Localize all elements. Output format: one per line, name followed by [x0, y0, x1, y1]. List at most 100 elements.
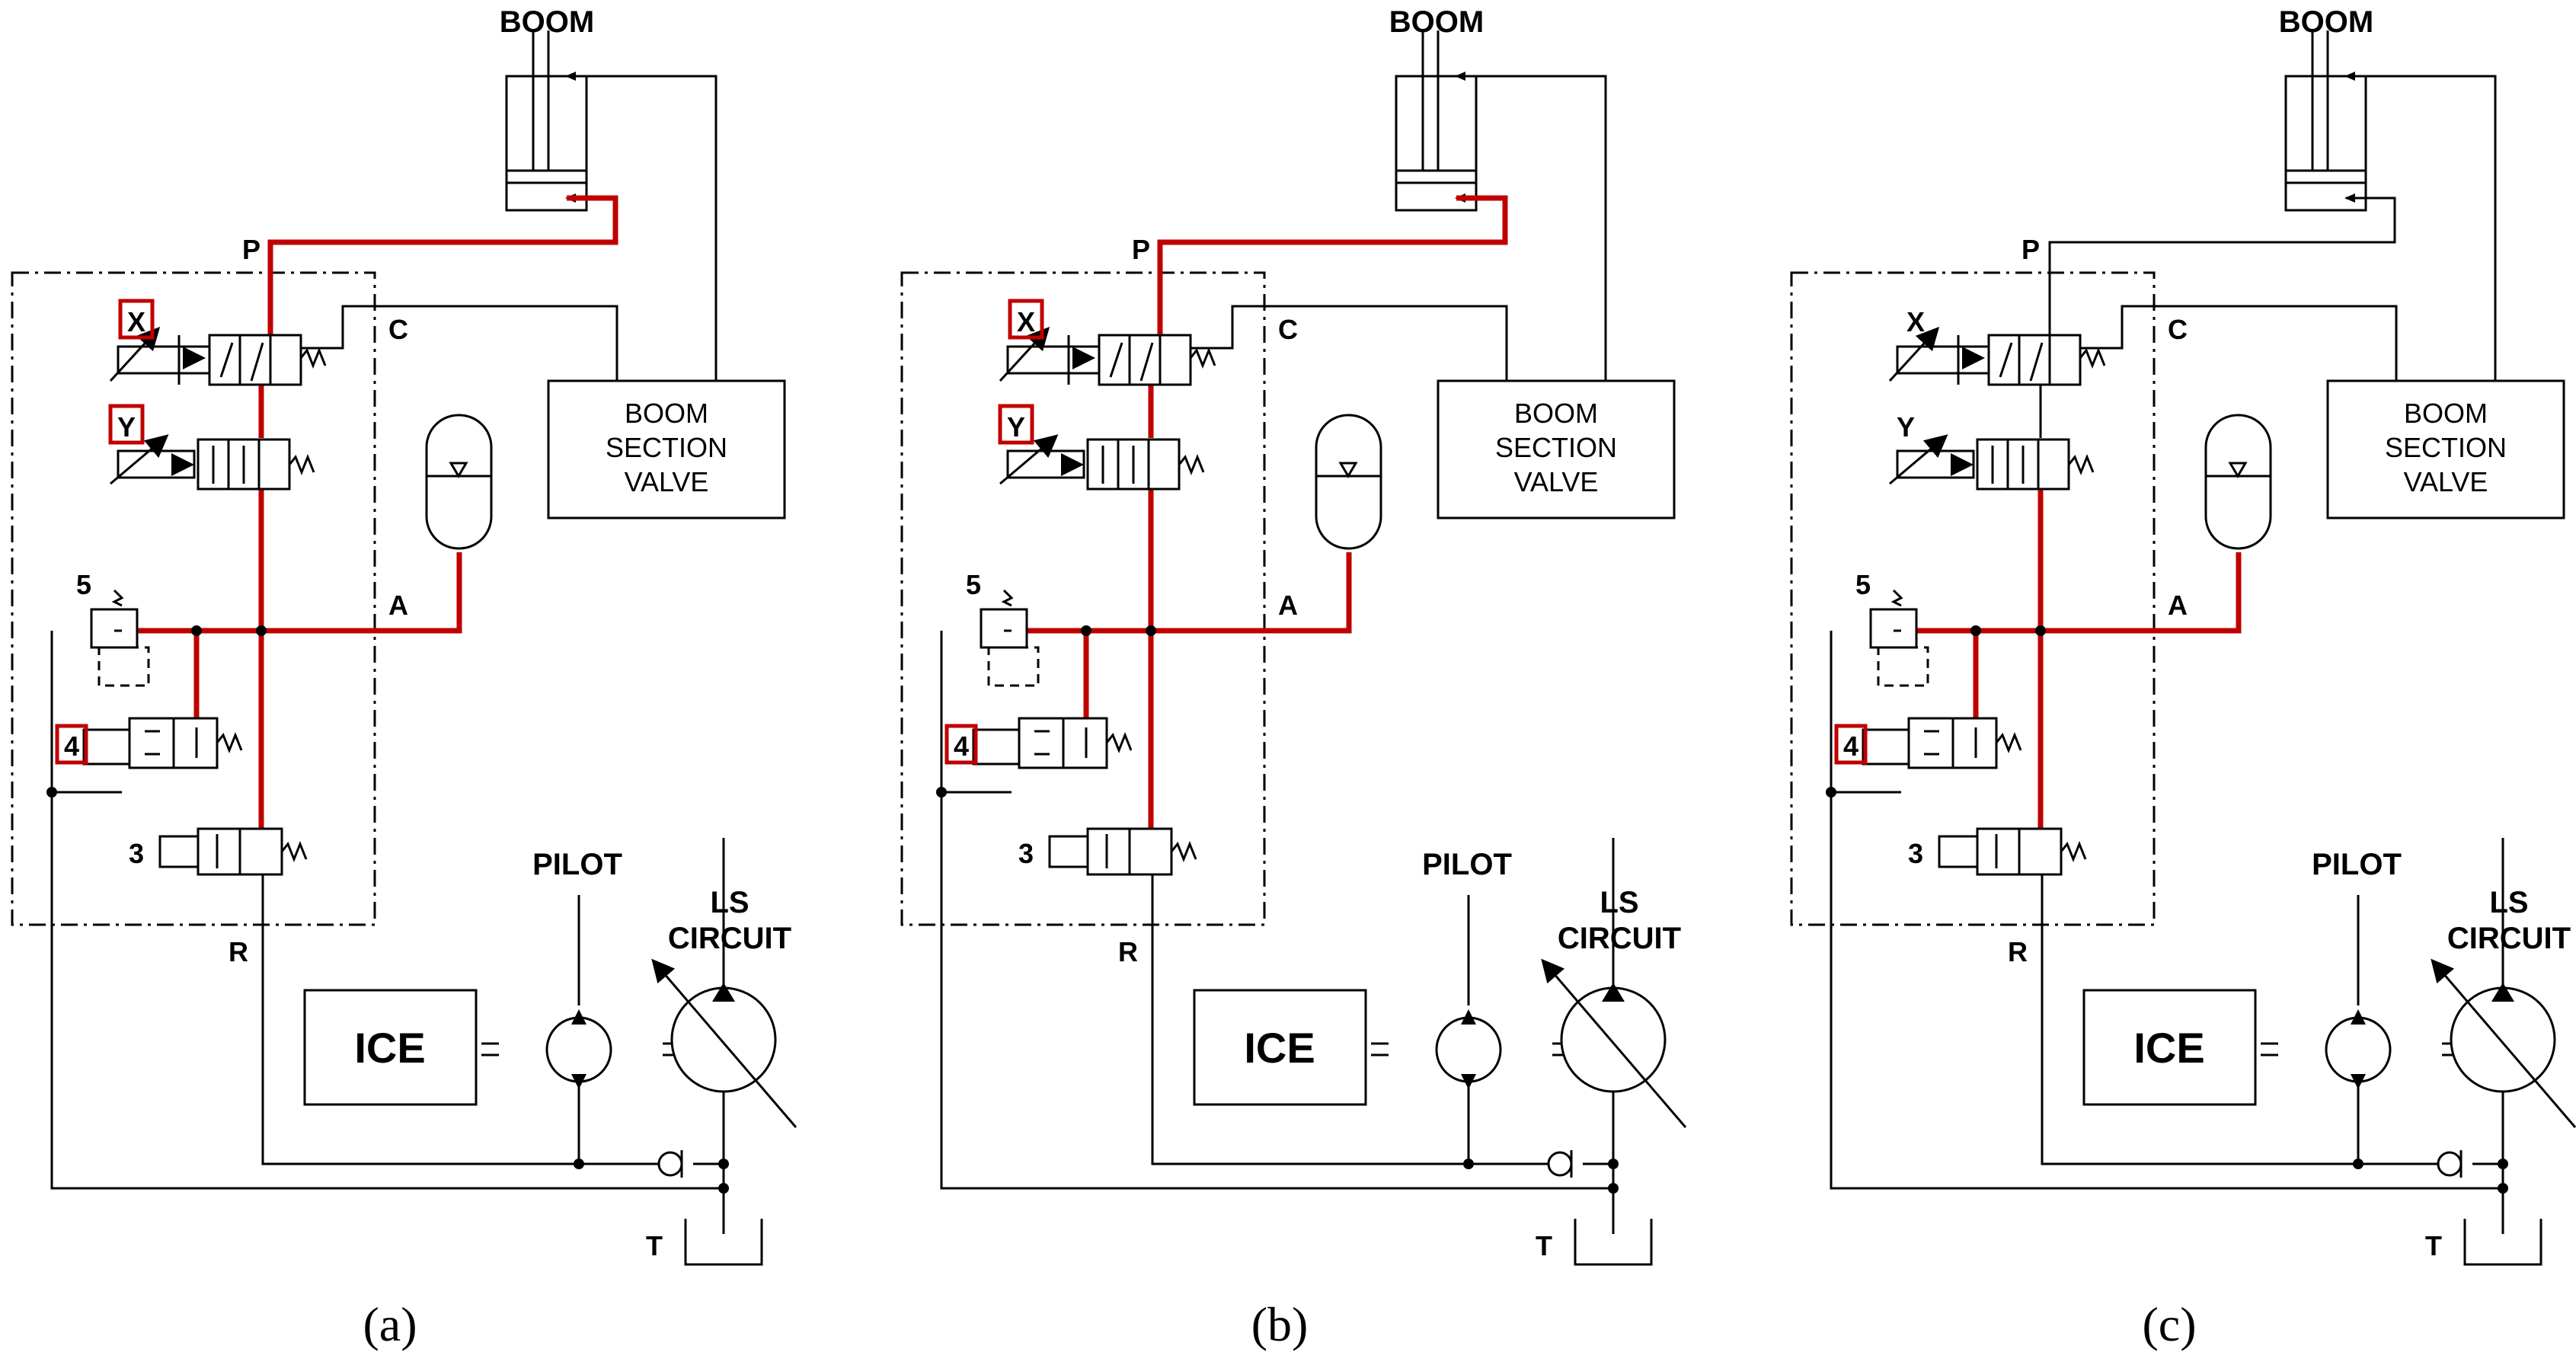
boom-to-valve-x — [2048, 197, 2396, 335]
label-valve-y: Y — [1007, 411, 1025, 443]
tank — [1574, 1219, 1653, 1266]
label-valve-5: 5 — [966, 569, 981, 600]
boom-section-valve — [2326, 379, 2565, 519]
label-circuit: CIRCUIT — [1558, 922, 1681, 955]
label-circuit: CIRCUIT — [668, 922, 791, 955]
junctions — [46, 625, 729, 1194]
pilot-pump-return — [2357, 1078, 2450, 1165]
valve-4 — [1862, 717, 2022, 769]
label-valve-3: 3 — [1018, 838, 1034, 869]
section-valve-line-2: SECTION — [606, 432, 727, 463]
valve-x — [109, 326, 327, 386]
highlight-4 — [1834, 724, 1868, 765]
valve-3 — [158, 827, 308, 876]
section-valve-line-3: VALVE — [2404, 466, 2488, 497]
label-valve-4: 4 — [1843, 730, 1858, 762]
label-port-r: R — [229, 936, 248, 967]
junctions — [1826, 625, 2508, 1194]
panel-caption: (b) — [1251, 1297, 1309, 1351]
check-valve — [1547, 1150, 1573, 1178]
circuit-panel-2: BOOM P C A R T X Y 5 4 3 BOOM SECTION VA… — [900, 5, 1687, 1351]
label-valve-5: 5 — [76, 569, 91, 600]
label-valve-x: X — [1906, 306, 1925, 337]
valve-4 — [972, 717, 1133, 769]
tank — [2463, 1219, 2542, 1266]
accumulator — [1315, 414, 1382, 550]
check-valve — [2437, 1150, 2463, 1178]
circuit-panel-3: BOOM P C A R T X Y 5 4 3 BOOM SECTION VA… — [1790, 5, 2576, 1351]
label-valve-y: Y — [117, 411, 136, 443]
label-valve-4: 4 — [954, 730, 969, 762]
control-block-boundary — [1790, 271, 2156, 926]
circuit-panel-1: BOOM P C A R T X Y 5 4 3 BOOM SECTION VA… — [11, 5, 797, 1351]
section-valve-line-3: VALVE — [1514, 466, 1599, 497]
ice-engine — [303, 989, 478, 1106]
valve-3-to-pilot-pump — [2041, 868, 2358, 1165]
highlight-x — [118, 299, 155, 340]
ls-pump — [651, 958, 797, 1128]
label-ls: LS — [710, 886, 749, 919]
valve-x — [1888, 326, 2106, 386]
label-port-c: C — [1278, 314, 1298, 345]
section-valve-line-2: SECTION — [1495, 432, 1617, 463]
control-block-boundary — [900, 271, 1266, 926]
label-boom: BOOM — [1389, 5, 1484, 39]
label-port-p: P — [2021, 234, 2040, 265]
label-port-r: R — [1118, 936, 1138, 967]
label-valve-x: X — [1017, 306, 1035, 337]
boom-cylinder — [505, 30, 588, 212]
section-valve-line-1: BOOM — [625, 398, 708, 429]
label-port-t: T — [2425, 1230, 2442, 1261]
label-circuit: CIRCUIT — [2447, 922, 2571, 955]
valve-5 — [980, 589, 1040, 687]
valve-3 — [1048, 827, 1197, 876]
boom-cylinder — [2284, 30, 2367, 212]
valve-5 — [1869, 589, 1929, 687]
valve-y — [1889, 434, 2095, 491]
line-a-to-accumulator — [261, 552, 462, 634]
label-ls: LS — [2489, 886, 2528, 919]
label-ice: ICE — [2133, 1024, 2204, 1072]
line-a-to-accumulator — [2041, 552, 2242, 634]
label-valve-3: 3 — [129, 838, 144, 869]
valve-y — [110, 434, 315, 491]
boom-to-valve-x — [267, 195, 618, 335]
pilot-pump — [1435, 1009, 1502, 1089]
label-valve-5: 5 — [1855, 569, 1871, 600]
label-port-c: C — [388, 314, 408, 345]
ls-pump — [2431, 958, 2576, 1128]
panel-caption: (a) — [363, 1297, 417, 1351]
label-port-p: P — [1132, 234, 1150, 265]
label-port-t: T — [646, 1230, 663, 1261]
tank — [684, 1219, 763, 1266]
label-valve-4: 4 — [64, 730, 79, 762]
accumulator — [425, 414, 493, 550]
valve-x — [999, 326, 1216, 386]
label-port-p: P — [242, 234, 260, 265]
boom-section-valve — [547, 379, 786, 519]
label-ice: ICE — [1244, 1024, 1315, 1072]
valve-3-to-pilot-pump — [261, 868, 579, 1165]
pilot-pump-return — [1467, 1078, 1560, 1165]
ice-engine — [2082, 989, 2257, 1106]
highlight-y — [108, 404, 145, 445]
control-block-boundary — [11, 271, 376, 926]
section-valve-line-1: BOOM — [1514, 398, 1598, 429]
label-port-a: A — [2168, 590, 2188, 621]
ice-engine — [1193, 989, 1367, 1106]
junctions — [936, 625, 1619, 1194]
label-port-a: A — [388, 590, 408, 621]
highlight-x — [1008, 299, 1044, 340]
valve-3-to-pilot-pump — [1151, 868, 1469, 1165]
section-valve-line-3: VALVE — [625, 466, 709, 497]
ls-pump — [1541, 958, 1687, 1128]
accumulator — [2204, 414, 2272, 550]
highlight-y — [998, 404, 1034, 445]
pilot-pump — [545, 1009, 612, 1089]
label-boom: BOOM — [500, 5, 594, 39]
label-pilot: PILOT — [532, 848, 622, 881]
label-ice: ICE — [354, 1024, 425, 1072]
highlight-4 — [944, 724, 978, 765]
line-a-to-accumulator — [1151, 552, 1352, 634]
